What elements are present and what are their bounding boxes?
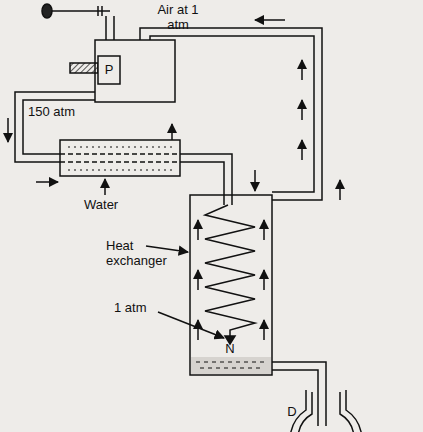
pressure-label: 150 atm — [28, 104, 98, 119]
dewar-flask-inner — [298, 392, 354, 432]
compressor-cylinder — [95, 40, 175, 102]
water-fill — [68, 147, 172, 170]
inlet-label: Air at 1 atm — [148, 2, 208, 32]
inlet-pipe — [106, 16, 114, 40]
nozzle-label: N — [222, 341, 238, 356]
water-cooler — [60, 140, 180, 176]
leader-arrow — [146, 246, 188, 252]
piston-rod — [70, 63, 98, 73]
dewar-flask-outer — [290, 390, 362, 432]
cooled-pipe — [60, 154, 180, 162]
flow-arrow — [7, 118, 9, 142]
water-arrow — [171, 124, 173, 140]
high-pressure-pipe — [15, 92, 95, 162]
feed-pipe — [180, 154, 232, 205]
liquid-air-lines — [196, 362, 266, 368]
flow-arrow — [254, 170, 256, 191]
flow-arrows — [198, 220, 264, 340]
water-arrow — [104, 179, 106, 195]
coil — [205, 205, 255, 336]
flow-arrow — [36, 181, 58, 183]
flow-arrow — [255, 19, 285, 21]
flow-arrows — [302, 60, 340, 200]
heat-exchanger — [190, 195, 272, 375]
liquid-air — [191, 357, 271, 374]
heat-exchanger-label: Heat exchanger — [106, 238, 182, 268]
flask-label: D — [284, 404, 300, 419]
pressure-label: 1 atm — [114, 300, 164, 315]
leader-arrow — [158, 312, 224, 338]
piston-label: P — [98, 62, 120, 77]
piston — [98, 56, 120, 84]
water-label: Water — [84, 197, 134, 212]
valve-knob — [42, 4, 52, 18]
return-pipe — [140, 28, 322, 200]
